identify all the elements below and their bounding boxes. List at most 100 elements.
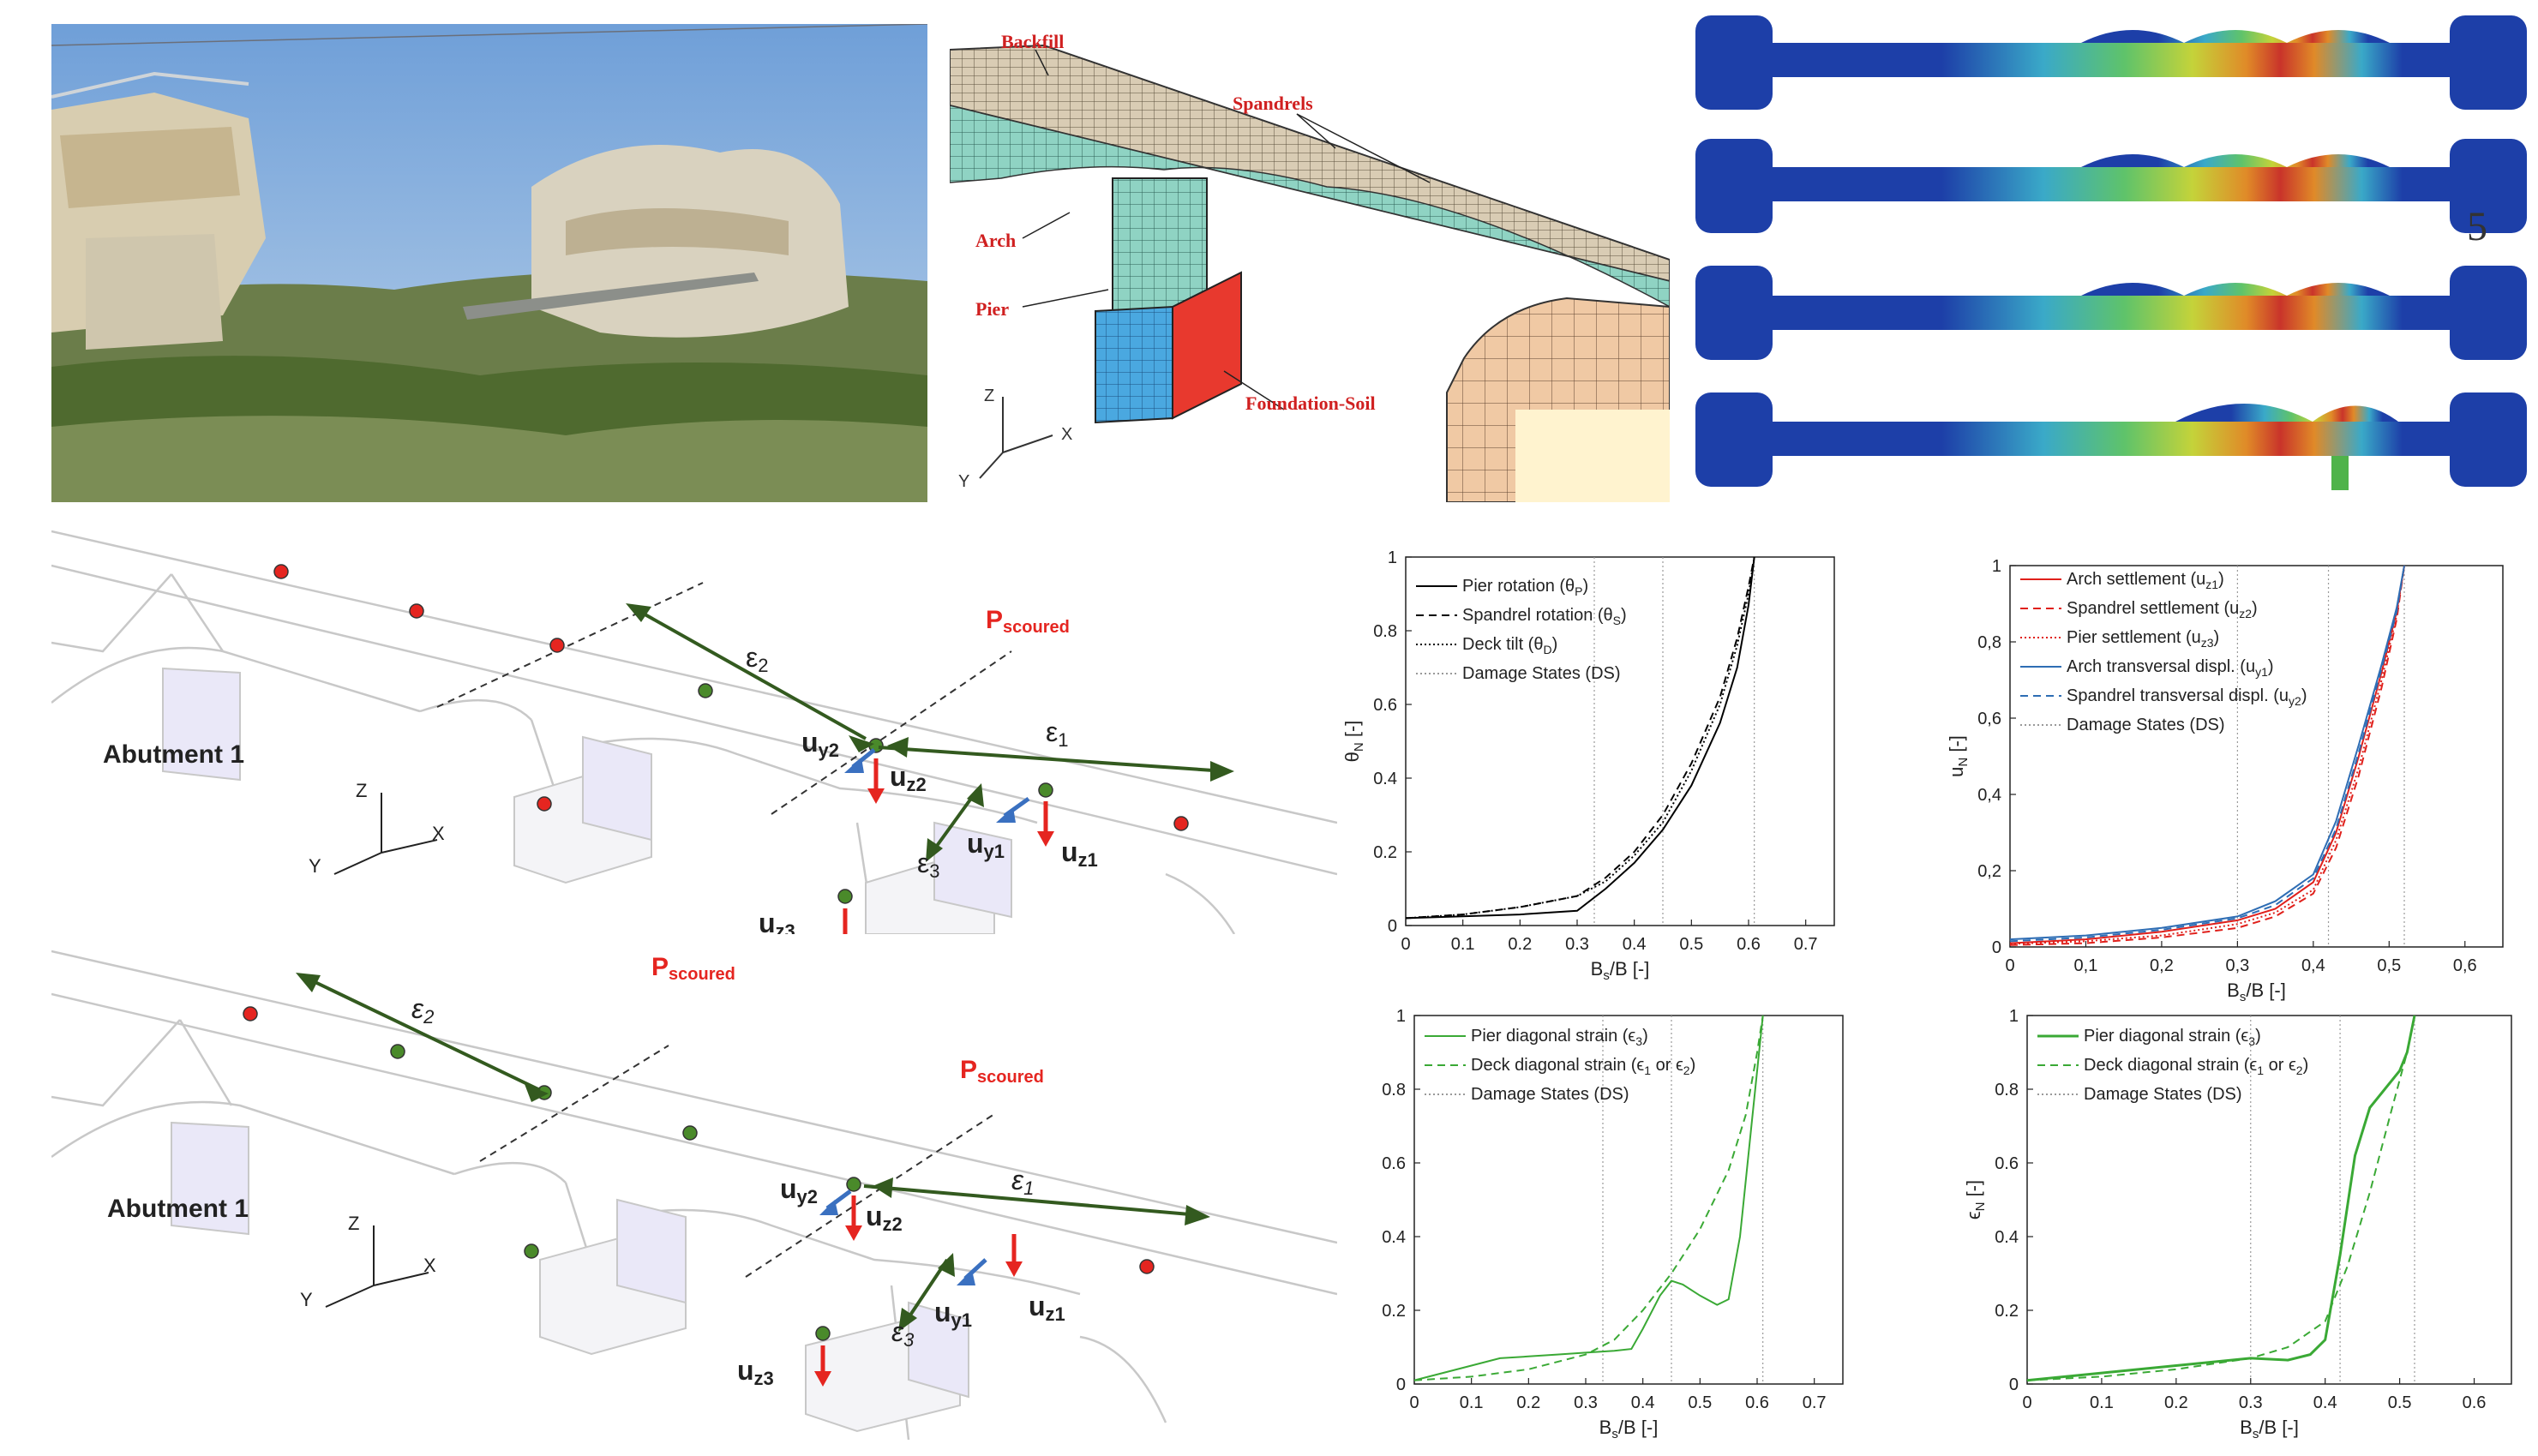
legend-label-0: Pier diagonal strain (ϵ3) — [1471, 1027, 1648, 1048]
x-tick-label-2: 0,2 — [2150, 956, 2174, 975]
svg-text:uz1: uz1 — [1061, 836, 1098, 871]
pscoured-bottom-2-sub: scoured — [977, 1068, 1044, 1087]
svg-text:uy1: uy1 — [934, 1297, 972, 1331]
y-tick-label-2: 0.4 — [1995, 1228, 2019, 1247]
label-pier: Pier — [975, 298, 1009, 320]
y-tick-label-0: 0 — [1388, 917, 1397, 936]
legend-label-5: Damage States (DS) — [2067, 716, 2225, 734]
uz1-sub-bottom: z1 — [1046, 1303, 1065, 1325]
contour-3 — [1695, 266, 2527, 360]
y-tick-label-5: 1 — [1992, 557, 2001, 576]
label-backfill: Backfill — [1001, 31, 1064, 52]
schem-bottom-axis-x: X — [423, 1255, 436, 1276]
svg-text:uy2: uy2 — [780, 1173, 818, 1207]
uy1-label-top: u — [967, 828, 984, 859]
y-tick-label-4: 0.8 — [1382, 1081, 1406, 1099]
x-tick-label-1: 0.1 — [1451, 935, 1475, 954]
y-tick-label-2: 0.4 — [1373, 770, 1397, 788]
uz1-sub-top: z1 — [1078, 849, 1098, 871]
y-tick-label-0: 0 — [2009, 1375, 2019, 1394]
svg-text:uy1: uy1 — [967, 828, 1005, 862]
x-tick-label-1: 0.1 — [1460, 1393, 1484, 1412]
schem-top-axis-x: X — [432, 823, 445, 844]
abutment-label-top: Abutment 1 — [103, 740, 244, 769]
uz3-label-bottom: u — [737, 1355, 754, 1386]
fem-axis-x: X — [1061, 425, 1072, 444]
legend-label-2: Damage States (DS) — [2084, 1085, 2242, 1104]
series-line-0 — [1405, 556, 1755, 920]
abutment-label-bottom: Abutment 1 — [107, 1195, 249, 1223]
x-axis-label: Bs/B [-] — [2240, 1417, 2299, 1441]
label-spandrels: Spandrels — [1233, 93, 1313, 114]
series-line-0 — [2026, 1015, 2416, 1382]
pscoured-bottom-1: P — [651, 953, 669, 981]
y-tick-label-1: 0.2 — [1382, 1302, 1406, 1321]
uy2-label-bottom: u — [780, 1173, 797, 1204]
eps1-sub-bottom: 1 — [1023, 1177, 1034, 1199]
contour-overlay-number: 5 — [2467, 204, 2487, 249]
y-tick-label-4: 0.8 — [1995, 1081, 2019, 1099]
y-tick-label-3: 0.6 — [1382, 1154, 1406, 1173]
legend-label-4: Spandrel transversal displ. (uy2) — [2067, 686, 2307, 708]
schem-top-axis-z: Z — [356, 780, 367, 801]
series-line-2 — [1405, 556, 1755, 920]
plot-frame — [2009, 565, 2504, 948]
y-tick-label-3: 0,6 — [1977, 710, 2001, 728]
x-tick-label-5: 0.5 — [2388, 1393, 2412, 1412]
pscoured-top: P — [986, 606, 1003, 634]
svg-text:uz3: uz3 — [737, 1355, 774, 1389]
series-line-1 — [1405, 556, 1755, 920]
x-tick-label-6: 0.6 — [2463, 1393, 2487, 1412]
eps1-label-bottom: ε — [1011, 1165, 1024, 1195]
label-arch: Arch — [975, 230, 1016, 251]
x-tick-label-6: 0,6 — [2453, 956, 2477, 975]
legend-label-1: Deck diagonal strain (ϵ1 or ϵ2) — [1471, 1056, 1695, 1077]
x-tick-label-7: 0.7 — [1803, 1393, 1827, 1412]
pscoured-top-sub: scoured — [1003, 618, 1070, 637]
x-tick-label-0: 0 — [2005, 956, 2014, 975]
uz2-label-top: u — [890, 761, 907, 792]
eps2-label-bottom: ε — [411, 993, 424, 1024]
uy2-label-top: u — [801, 727, 819, 758]
schem-top-axis-y: Y — [309, 855, 321, 877]
eps3-label-bottom: ε — [891, 1316, 904, 1347]
eps2-sub-top: 2 — [758, 655, 768, 676]
y-tick-label-0: 0 — [1992, 938, 2001, 957]
contour-4 — [1695, 392, 2527, 490]
y-tick-label-5: 1 — [2009, 1007, 2019, 1026]
series-line-4 — [2009, 565, 2405, 943]
y-tick-label-4: 0,8 — [1977, 633, 2001, 652]
legend-label-1: Spandrel rotation (θS) — [1462, 606, 1627, 627]
legend-label-2: Damage States (DS) — [1471, 1085, 1629, 1104]
uz3-label-top: u — [759, 908, 776, 934]
eps3-label-top: ε — [917, 848, 929, 878]
svg-text:Pscoured: Pscoured — [986, 606, 1070, 637]
legend-label-2: Pier settlement (uz3) — [2067, 628, 2219, 650]
x-tick-label-0: 0 — [1409, 1393, 1419, 1412]
x-tick-label-1: 0,1 — [2074, 956, 2098, 975]
contour-1 — [1695, 15, 2527, 110]
x-tick-label-0: 0 — [1401, 935, 1410, 954]
series-line-1 — [2009, 565, 2405, 946]
eps3-sub-top: 3 — [929, 860, 939, 882]
svg-text:uz2: uz2 — [866, 1201, 903, 1235]
schem-bottom-axis-y: Y — [300, 1289, 313, 1310]
x-tick-label-3: 0.3 — [1574, 1393, 1598, 1412]
x-tick-label-4: 0.4 — [2313, 1393, 2337, 1412]
y-tick-label-5: 1 — [1388, 548, 1397, 567]
schematic-top: Abutment 1 Pscoured ε2 ε1 ε3 uy2 uz2 uy1… — [51, 530, 1337, 934]
y-tick-label-3: 0.6 — [1373, 696, 1397, 715]
y-axis-label: ϵN [-] — [1963, 1180, 1988, 1219]
x-tick-label-5: 0,5 — [2377, 956, 2401, 975]
svg-text:Pscoured: Pscoured — [960, 1056, 1044, 1087]
y-tick-label-3: 0.6 — [1995, 1154, 2019, 1173]
series-line-3 — [2009, 565, 2405, 941]
uy1-sub-top: y1 — [984, 841, 1005, 862]
eps1-sub-top: 1 — [1058, 729, 1068, 751]
x-tick-label-4: 0.4 — [1623, 935, 1647, 954]
svg-text:ε2: ε2 — [746, 642, 769, 676]
x-axis-label: Bs/B [-] — [2227, 980, 2286, 1004]
plot-frame — [2026, 1015, 2512, 1385]
x-tick-label-2: 0.2 — [1508, 935, 1532, 954]
x-axis-label: Bs/B [-] — [1599, 1417, 1659, 1441]
